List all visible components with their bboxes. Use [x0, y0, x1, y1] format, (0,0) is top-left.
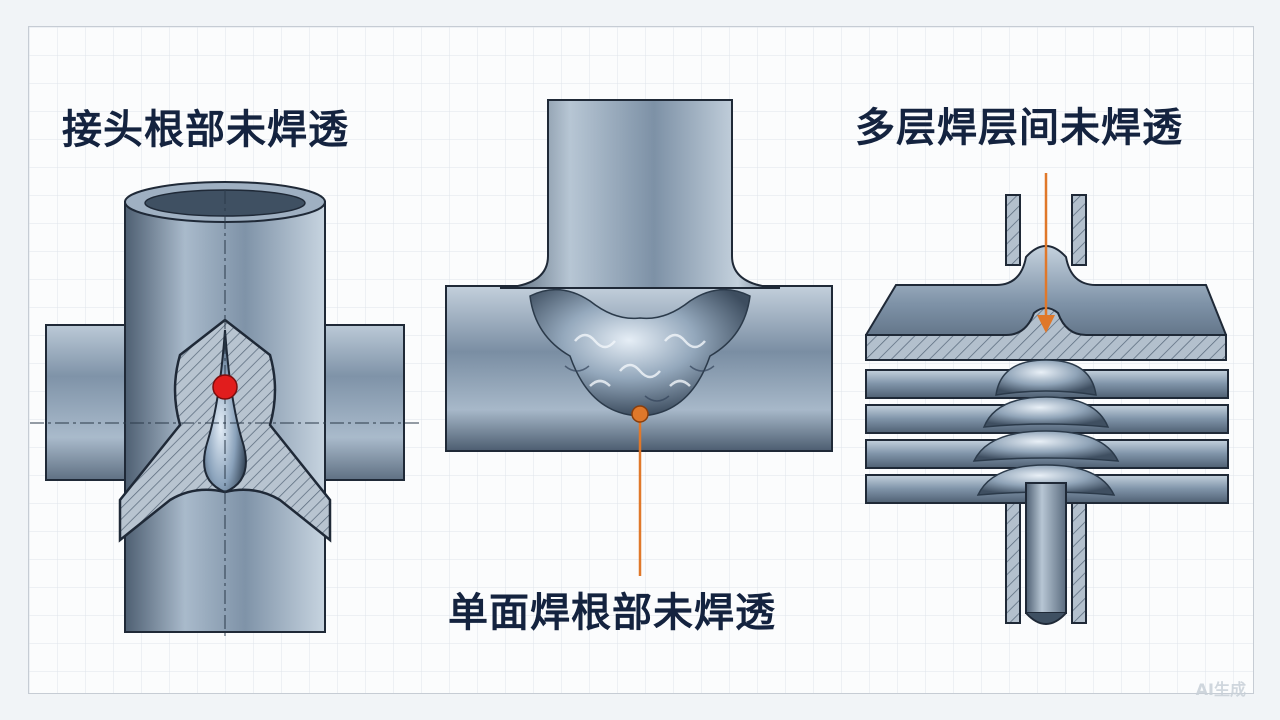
- multilayer-plate-figure: [865, 173, 1229, 625]
- arrow-head-icon: [1037, 315, 1055, 333]
- watermark: AI生成: [1195, 680, 1246, 699]
- t-joint-figure: [445, 99, 833, 576]
- label-single-side-root-incomplete-penetration: 单面焊根部未焊透: [448, 590, 776, 636]
- label-interlayer-incomplete-penetration: 多层焊层间未焊透: [855, 105, 1183, 151]
- defect-marker-dot: [212, 374, 238, 400]
- defect-marker-dot: [631, 405, 649, 423]
- label-joint-root-incomplete-penetration: 接头根部未焊透: [62, 107, 349, 153]
- cross-joint-figure: [30, 181, 420, 640]
